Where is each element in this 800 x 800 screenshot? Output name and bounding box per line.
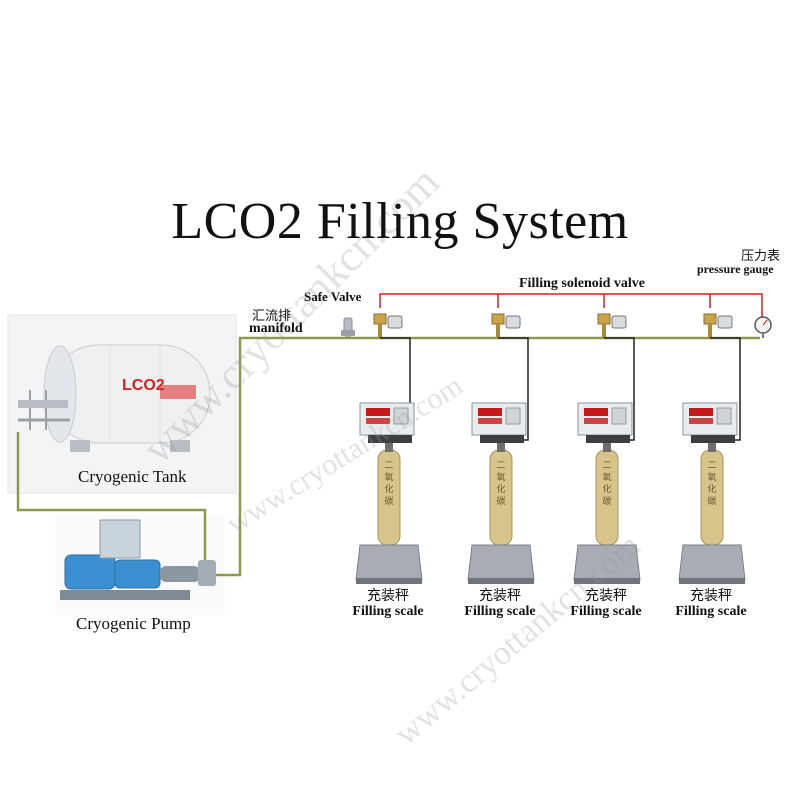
control-panel-4 [682, 402, 738, 443]
safe-valve [341, 317, 355, 337]
scale-label-cn-3: 充装秤 [585, 588, 627, 604]
solenoid-valve-1 [373, 313, 403, 338]
cryogenic-pump [60, 519, 216, 600]
control-panel-1 [359, 402, 415, 443]
cylinder-text-3: 二氧化碳 [602, 461, 612, 507]
control-panel-3 [577, 402, 633, 443]
cylinder-text-4: 二氧化碳 [707, 461, 717, 507]
manifold-label-en: manifold [249, 321, 303, 336]
scale-label-en-3: Filling scale [570, 604, 642, 619]
pressure-gauge [754, 316, 772, 338]
scale-label-en-4: Filling scale [675, 604, 747, 619]
filling-station-3 [573, 313, 641, 584]
tank-marking: LCO2 [122, 377, 165, 394]
solenoid-valve-label: Filling solenoid valve [519, 276, 646, 291]
solenoid-valve-4 [703, 313, 733, 338]
scale-label-cn-1: 充装秤 [367, 588, 409, 604]
pressure-gauge-label-en: pressure gauge [697, 262, 774, 276]
control-panel-2 [471, 402, 527, 443]
scale-label-cn-2: 充装秤 [479, 588, 521, 604]
page-title: LCO2 Filling System [171, 193, 629, 250]
filling-station-1 [355, 313, 423, 584]
filling-scale-3 [573, 544, 641, 584]
filling-station-4 [678, 313, 746, 584]
filling-station-2 [467, 313, 535, 584]
cylinder-text-2: 二氧化碳 [496, 461, 506, 507]
solenoid-valve-2 [491, 313, 521, 338]
stations-layer [355, 313, 746, 584]
control-lines [379, 293, 763, 318]
safe-valve-label: Safe Valve [304, 289, 362, 304]
filling-scale-1 [355, 544, 423, 584]
cylinder-text-1: 二氧化碳 [384, 461, 394, 507]
filling-scale-2 [467, 544, 535, 584]
filling-scale-4 [678, 544, 746, 584]
solenoid-valve-3 [597, 313, 627, 338]
pump-label: Cryogenic Pump [76, 614, 191, 633]
tank-label: Cryogenic Tank [78, 467, 187, 486]
scale-label-cn-4: 充装秤 [690, 588, 732, 604]
pressure-gauge-label-cn: 压力表 [741, 249, 781, 264]
scale-label-en-1: Filling scale [352, 604, 424, 619]
gas-cylinder-4 [700, 443, 724, 546]
scale-label-en-2: Filling scale [464, 604, 536, 619]
manifold-label-cn: 汇流排 [252, 309, 292, 324]
cryogenic-tank [18, 344, 211, 452]
